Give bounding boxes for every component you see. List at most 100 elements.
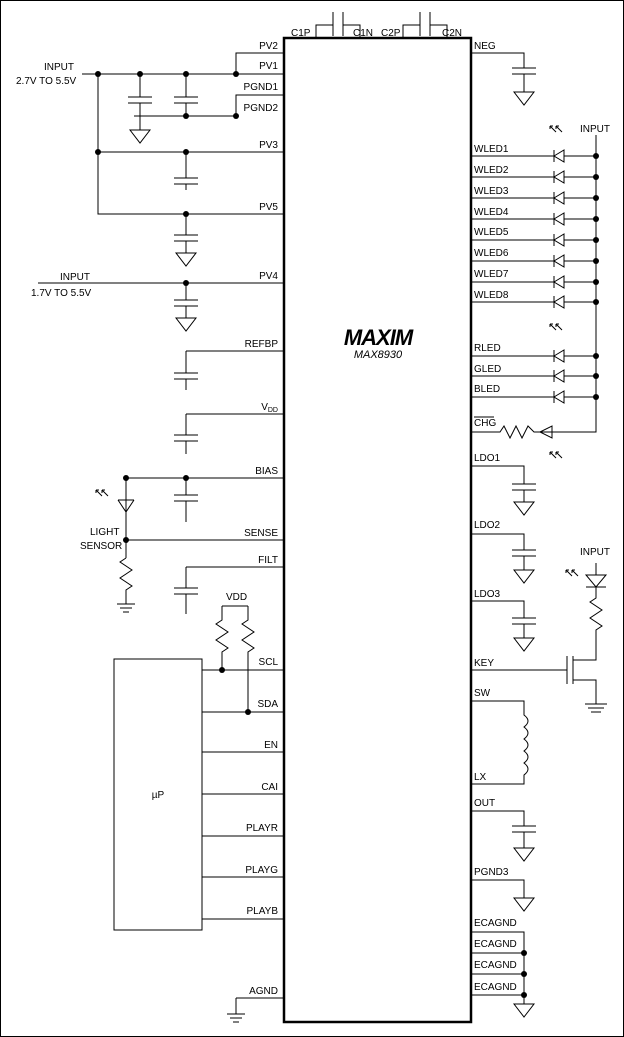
pin-scl: SCL [259, 657, 279, 668]
led-1 [471, 149, 596, 163]
junction-dot [593, 279, 599, 285]
pin-rled: RLED [474, 343, 501, 354]
led-9 [471, 349, 596, 363]
junction-dot [123, 475, 129, 481]
pin-wled3: WLED3 [474, 186, 509, 197]
pin-sda: SDA [257, 699, 278, 710]
junction-dot [521, 971, 527, 977]
junction-dot [521, 992, 527, 998]
pin-ecagnd-2: ECAGND [474, 939, 517, 950]
junction-dot [593, 237, 599, 243]
junction-dot [521, 950, 527, 956]
ic-body [282, 36, 473, 1024]
junction-dot [593, 174, 599, 180]
pin-out: OUT [474, 798, 495, 809]
part-number: MAX8930 [354, 349, 403, 361]
junction-dot [183, 71, 189, 77]
junction-dot [593, 394, 599, 400]
junction-dot [183, 280, 189, 286]
junction-dot [137, 71, 143, 77]
pin-pv2: PV2 [259, 41, 278, 52]
pin-wled2: WLED2 [474, 165, 509, 176]
pin-pgnd3: PGND3 [474, 867, 509, 878]
light-rays-1 [549, 125, 563, 133]
junction-dot [593, 195, 599, 201]
pin-ecagnd-4: ECAGND [474, 982, 517, 993]
pin-refbp: REFBP [245, 339, 279, 350]
pin-c2p: C2P [381, 28, 401, 39]
light-sensor-label-1: LIGHT [90, 527, 119, 538]
pin-c2n: C2N [442, 28, 462, 39]
right-pin-labels: NEG WLED1WLED2WLED3WLED4WLED5WLED6WLED7WL… [474, 41, 517, 993]
pin-vdd: VDD [261, 402, 278, 414]
pin-cai: CAI [261, 782, 278, 793]
junction-dot [95, 149, 101, 155]
pin-playg: PLAYG [245, 865, 278, 876]
light-rays-2 [549, 323, 563, 331]
input-main-label: INPUT [44, 62, 74, 73]
junction-dot [183, 475, 189, 481]
junction-dot [95, 71, 101, 77]
pin-agnd: AGND [249, 986, 278, 997]
pin-pgnd2: PGND2 [244, 103, 279, 114]
junction-dot [593, 153, 599, 159]
pin-ldo2: LDO2 [474, 520, 501, 531]
junction-dot [219, 667, 225, 673]
junction-dot [593, 299, 599, 305]
junction-dot [183, 113, 189, 119]
pin-ecagnd-3: ECAGND [474, 960, 517, 971]
light-sensor-label-2: SENSOR [80, 541, 122, 552]
pin-wled7: WLED7 [474, 269, 509, 280]
pin-gled: GLED [474, 364, 501, 375]
pin-sense: SENSE [244, 528, 278, 539]
pin-pgnd1: PGND1 [244, 82, 279, 93]
pin-wled1: WLED1 [474, 144, 509, 155]
junction-dot [183, 149, 189, 155]
pin-pv5: PV5 [259, 202, 278, 213]
pin-chg: CHG [474, 418, 496, 429]
pin-playb: PLAYB [247, 906, 279, 917]
led-10 [471, 369, 596, 383]
junction-dot [593, 353, 599, 359]
chg-led [538, 425, 553, 439]
led-8 [471, 295, 596, 309]
pin-wled4: WLED4 [474, 207, 509, 218]
input-key-label: INPUT [580, 547, 610, 558]
vdd-pullup-label: VDD [226, 592, 247, 603]
pin-pv4: PV4 [259, 271, 278, 282]
pin-bias: BIAS [255, 466, 278, 477]
junction-dot [593, 216, 599, 222]
led-2 [471, 170, 596, 184]
pin-sw: SW [474, 688, 491, 699]
input-main-range: 2.7V TO 5.5V [16, 76, 77, 87]
input-pv4-range: 1.7V TO 5.5V [31, 288, 92, 299]
pin-bled: BLED [474, 384, 500, 395]
pin-pv3: PV3 [259, 140, 278, 151]
pin-wled6: WLED6 [474, 248, 509, 259]
junction-dot [245, 709, 251, 715]
junction-dot [593, 373, 599, 379]
pin-wled5: WLED5 [474, 227, 509, 238]
maxim-logo: MAXIM [344, 325, 414, 350]
led-array [95, 125, 596, 577]
led-6 [471, 254, 596, 268]
pin-pv1: PV1 [259, 61, 278, 72]
junction-dots [95, 71, 599, 998]
light-rays-5 [95, 489, 109, 497]
junction-dot [183, 211, 189, 217]
pin-ecagnd-1: ECAGND [474, 918, 517, 929]
input-pv4-label: INPUT [60, 272, 90, 283]
pin-en: EN [264, 740, 278, 751]
pin-ldo1: LDO1 [474, 453, 501, 464]
led-7 [471, 275, 596, 289]
junction-dot [123, 537, 129, 543]
pin-neg: NEG [474, 41, 496, 52]
pin-ldo3: LDO3 [474, 589, 501, 600]
pin-key: KEY [474, 658, 494, 669]
pin-wled8: WLED8 [474, 290, 509, 301]
input-wled-label: INPUT [580, 124, 610, 135]
pin-filt: FILT [258, 555, 278, 566]
led-3 [471, 191, 596, 205]
